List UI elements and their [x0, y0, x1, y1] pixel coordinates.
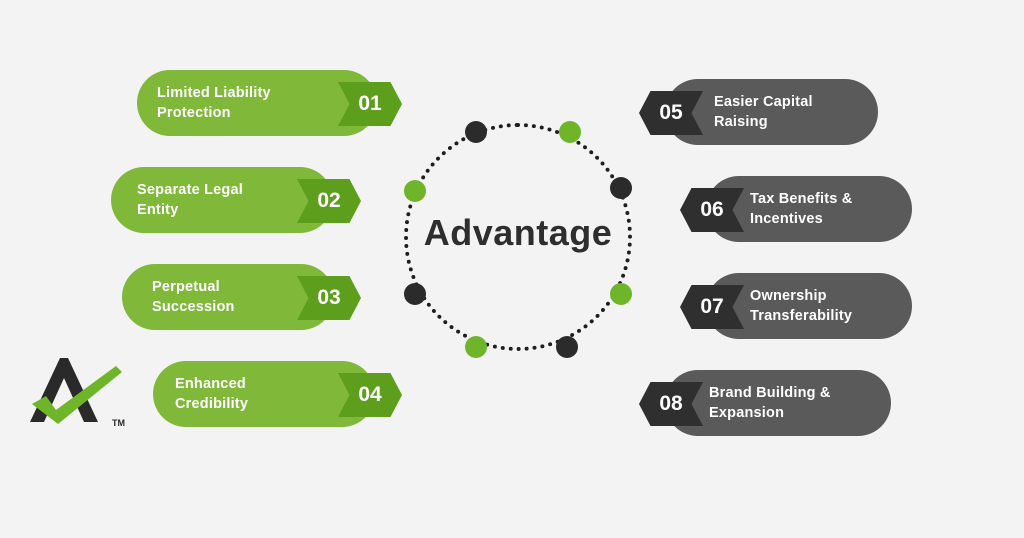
advantage-card-06: Tax Benefits & Incentives	[706, 176, 912, 242]
advantage-label: Easier Capital Raising	[714, 94, 813, 130]
advantage-label: Tax Benefits & Incentives	[750, 191, 853, 227]
advantage-number-06: 06	[680, 188, 744, 232]
advantage-label: Limited Liability Protection	[157, 85, 271, 121]
advantage-card-07: Ownership Transferability	[706, 273, 912, 339]
advantage-label: Brand Building & Expansion	[709, 385, 831, 421]
ring-dot	[465, 121, 487, 143]
advantage-card-08: Brand Building & Expansion	[665, 370, 891, 436]
advantage-card-03: Perpetual Succession	[122, 264, 334, 330]
company-logo: TM	[26, 352, 126, 430]
advantage-card-02: Separate Legal Entity	[111, 167, 333, 233]
center-title: Advantage	[423, 212, 613, 253]
advantage-label: Enhanced Credibility	[175, 376, 249, 412]
advantage-card-05: Easier Capital Raising	[665, 79, 878, 145]
center-ring	[404, 123, 632, 351]
advantage-label: Ownership Transferability	[750, 288, 853, 324]
advantage-card-01: Limited Liability Protection	[137, 70, 377, 136]
ring-dot	[404, 180, 426, 202]
ring-dot	[610, 177, 632, 199]
ring-dot	[556, 336, 578, 358]
ring-dot	[465, 336, 487, 358]
advantage-card-04: Enhanced Credibility	[153, 361, 375, 427]
ring-dot	[559, 121, 581, 143]
ring-dot	[610, 283, 632, 305]
logo-trademark: TM	[112, 418, 125, 428]
logo-mark-icon: TM	[30, 358, 125, 428]
advantage-label: Separate Legal Entity	[137, 182, 243, 218]
advantage-label: Perpetual Succession	[152, 279, 235, 315]
advantage-number-08: 08	[639, 382, 703, 426]
ring-dot	[404, 283, 426, 305]
